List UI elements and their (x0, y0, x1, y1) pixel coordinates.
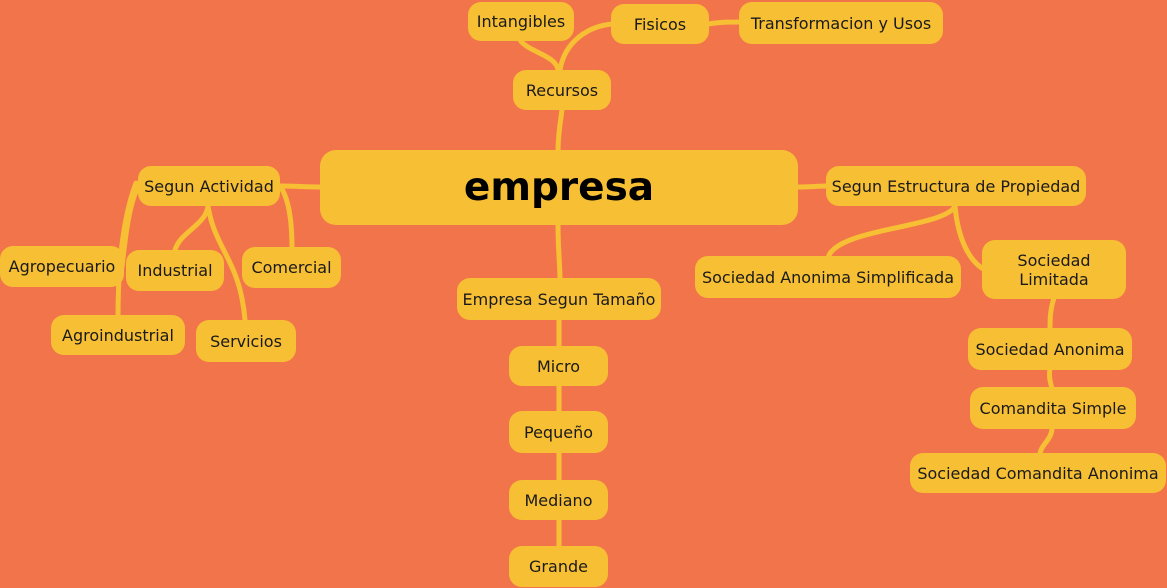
node-sociedad-anonima-simplificada[interactable]: Sociedad Anonima Simplificada (695, 256, 961, 298)
node-segun-actividad[interactable]: Segun Actividad (138, 166, 280, 206)
node-label: Empresa Segun Tamaño (462, 289, 656, 309)
node-label: Intangibles (476, 12, 566, 31)
connector-central-tamano (555, 221, 563, 283)
node-label: Sociedad Comandita Anonima (917, 463, 1159, 483)
connector-actividad-comercial (277, 183, 295, 251)
connector-estructura-limitada (952, 203, 988, 273)
node-recursos[interactable]: Recursos (513, 70, 611, 110)
connector-comandita-scanonima (1037, 425, 1055, 458)
node-sociedad-anonima[interactable]: Sociedad Anonima (968, 328, 1132, 370)
node-micro[interactable]: Micro (509, 346, 608, 386)
node-sociedad-limitada[interactable]: Sociedad Limitada (982, 240, 1126, 299)
node-intangibles[interactable]: Intangibles (468, 2, 574, 41)
connector-central-actividad (277, 183, 325, 190)
node-fisicos[interactable]: Fisicos (611, 4, 709, 44)
connector-central-estructura (795, 183, 831, 190)
node-label: Agropecuario (8, 257, 116, 276)
central-topic-label: empresa (463, 165, 655, 210)
central-topic-empresa[interactable]: empresa (320, 150, 798, 225)
node-label: Fisicos (633, 14, 687, 34)
node-sociedad-comandita-anonima[interactable]: Sociedad Comandita Anonima (910, 453, 1166, 493)
connector-recursos-fisicos (557, 21, 615, 73)
connector-limitada-anonima (1047, 295, 1057, 333)
node-label: Sociedad Limitada (1017, 250, 1091, 289)
node-segun-estructura-de-propiedad[interactable]: Segun Estructura de Propiedad (826, 166, 1086, 206)
node-label: Comercial (251, 258, 332, 277)
node-label: Servicios (210, 331, 282, 351)
node-label: Recursos (525, 80, 599, 100)
node-label: Micro (536, 356, 581, 376)
connector-actividad-servicios (205, 203, 248, 323)
connector-actividad-agroindustrial (115, 180, 139, 321)
node-label: Segun Estructura de Propiedad (831, 176, 1081, 196)
node-label: Transformacion y Usos (750, 13, 932, 33)
node-mediano[interactable]: Mediano (509, 480, 608, 520)
node-comandita-simple[interactable]: Comandita Simple (970, 387, 1136, 429)
node-label: Grande (529, 557, 588, 576)
node-servicios[interactable]: Servicios (196, 320, 296, 362)
node-agroindustrial[interactable]: Agroindustrial (51, 315, 185, 355)
node-empresa-segun-tamano[interactable]: Empresa Segun Tamaño (457, 278, 661, 320)
node-label: Pequeño (524, 422, 593, 442)
node-transformacion-y-usos[interactable]: Transformacion y Usos (739, 2, 943, 44)
node-label: Sociedad Anonima (975, 339, 1125, 359)
node-label: Comandita Simple (979, 398, 1127, 418)
node-pequeno[interactable]: Pequeño (509, 411, 608, 453)
node-grande[interactable]: Grande (509, 546, 608, 587)
connector-fisicos-transformacion (705, 19, 745, 27)
connector-recursos-intangibles (517, 37, 561, 73)
connector-actividad-industrial (172, 203, 211, 253)
node-label: Agroindustrial (62, 325, 174, 345)
node-label: Industrial (137, 261, 213, 280)
node-label: Segun Actividad (144, 176, 274, 196)
connector-estructura-sas (825, 203, 958, 261)
node-agropecuario[interactable]: Agropecuario (0, 246, 124, 287)
node-label: Sociedad Anonima Simplificada (701, 267, 955, 287)
node-comercial[interactable]: Comercial (242, 247, 341, 288)
node-industrial[interactable]: Industrial (126, 250, 224, 291)
connector-central-recursos (555, 105, 565, 155)
node-label: Mediano (524, 490, 593, 510)
